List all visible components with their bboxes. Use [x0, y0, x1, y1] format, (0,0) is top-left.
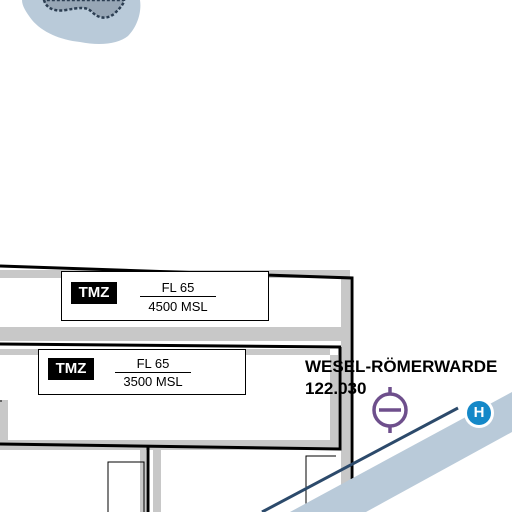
airfield-circle-icon [372, 387, 408, 433]
heliport-icon: H [464, 398, 494, 428]
route-line [261, 406, 459, 512]
tmz-divider [115, 372, 191, 373]
tmz-label-2: TMZ FL 65 3500 MSL [38, 349, 246, 395]
river-band [290, 392, 512, 512]
tmz-lower-limit: 4500 MSL [148, 299, 208, 314]
airfield-frequency: 122.030 [305, 379, 367, 398]
tmz-divider [140, 296, 216, 297]
tmz-upper-limit: FL 65 [161, 280, 195, 295]
airfield-name: WESEL-RÖMERWARDE [305, 357, 498, 376]
tmz-badge: TMZ [48, 358, 94, 380]
tmz-label-1: TMZ FL 65 4500 MSL [61, 271, 269, 321]
lake-area [22, 0, 141, 44]
tmz-lower-limit: 3500 MSL [123, 374, 183, 389]
tmz-upper-limit: FL 65 [136, 356, 170, 371]
tmz-badge: TMZ [71, 282, 117, 304]
heliport-label: H [467, 401, 491, 425]
